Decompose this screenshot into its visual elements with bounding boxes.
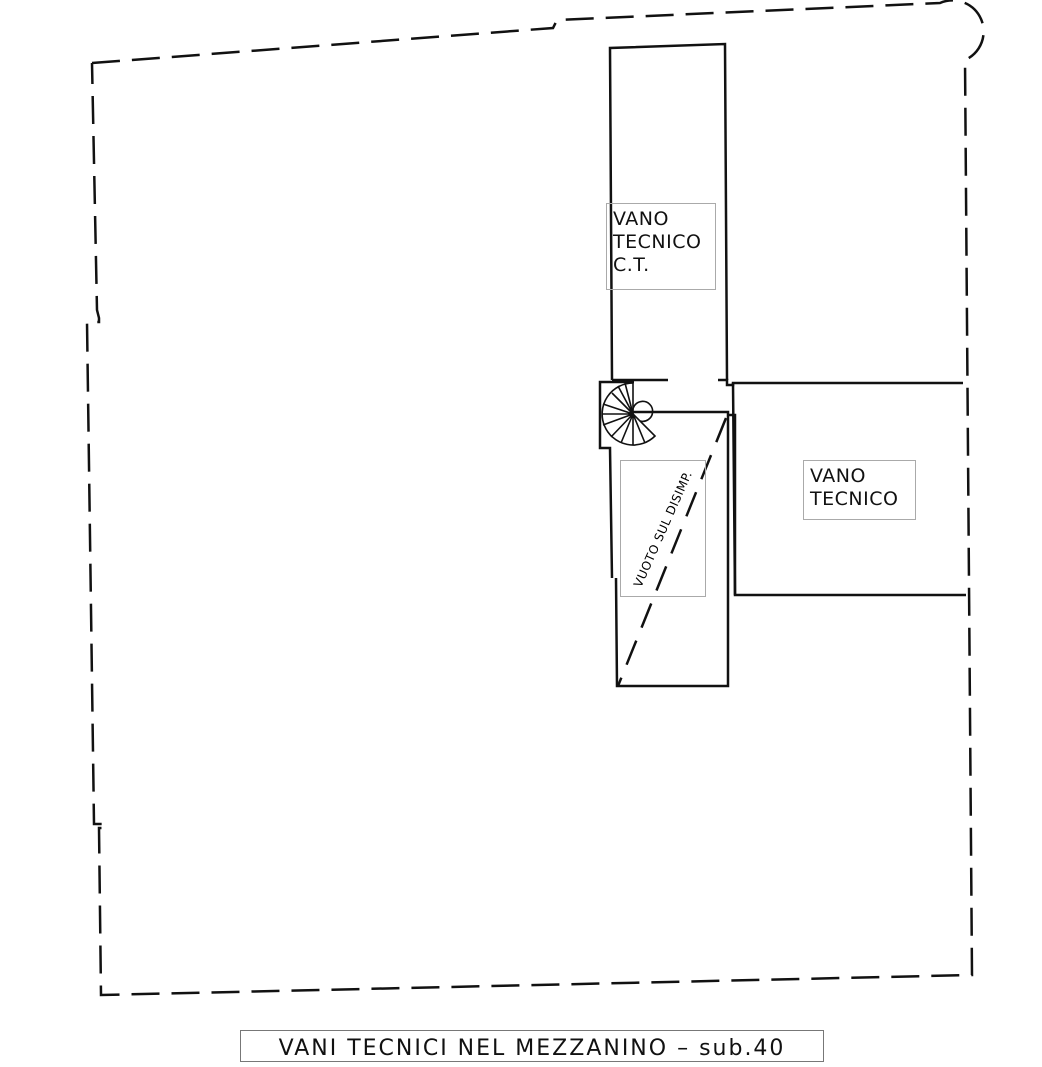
room-label-line: VANO (810, 465, 866, 487)
wall-ct-bottom-right (718, 378, 963, 387)
wall-ct-room (608, 42, 729, 381)
room-label-line: TECNICO (613, 231, 702, 253)
void-diagonal (616, 417, 728, 687)
room-label-void: VUOTO SUL DISIMP. (620, 460, 706, 597)
wall-stair-box (598, 380, 634, 579)
wall-lower-room (614, 410, 737, 688)
drawing-title: VANI TECNICI NEL MEZZANINO – sub.40 (240, 1030, 824, 1062)
outer-boundary (85, 0, 985, 997)
void-label-text: VUOTO SUL DISIMP. (630, 468, 696, 589)
spiral-stair-icon (601, 382, 657, 446)
room-label-ct: VANO TECNICO C.T. (606, 203, 716, 290)
room-label-tech: VANO TECNICO (803, 460, 916, 520)
room-label-line: VANO (613, 208, 669, 230)
room-label-line: C.T. (613, 254, 650, 276)
room-label-line: TECNICO (810, 488, 899, 510)
